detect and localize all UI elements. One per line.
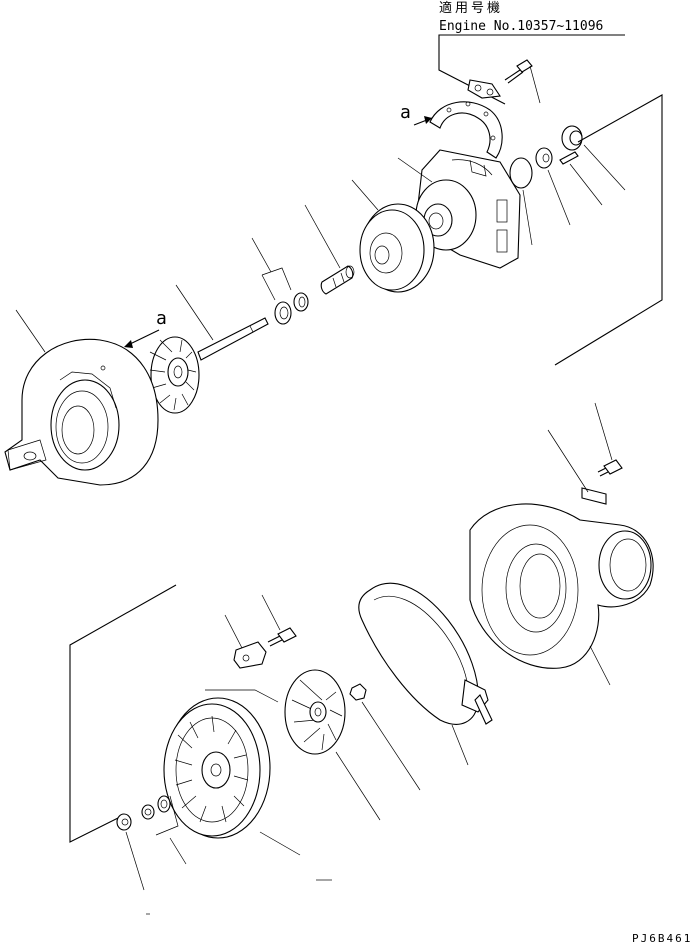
leader-compressor-wheel (335, 751, 381, 821)
leader-seal-plate (351, 179, 379, 211)
small-plate (467, 79, 501, 99)
heat-shield (429, 101, 503, 159)
compressor-back-plate (163, 697, 301, 856)
v-band-clamp (358, 582, 493, 766)
seal-cap-upper (561, 125, 626, 191)
bracket-plate-lower (547, 429, 607, 505)
lower-group-bracket (69, 584, 177, 843)
turbine-shaft (175, 284, 269, 361)
applicability-note: 適用号機 Engine No.10357~11096 (438, 0, 625, 105)
seal-plate (351, 179, 435, 293)
leader-bolt-lower-left (261, 594, 281, 631)
turbine-wheel (149, 336, 200, 414)
drawing-code: PJ6B461 (632, 932, 692, 945)
leader-back-plate (259, 831, 301, 856)
leader-bolt-lower-right (594, 402, 613, 461)
view-marker-lower-label: a (156, 308, 167, 329)
view-marker-lower: a (124, 308, 167, 348)
leader-turbine-shaft (175, 284, 214, 341)
thrust-sleeve (304, 204, 355, 295)
leader-thrust-rings (251, 237, 272, 273)
upper-group-bracket (554, 94, 663, 366)
pin-upper (559, 151, 603, 206)
compressor-housing (469, 503, 654, 686)
leader-compressor-housing (589, 645, 611, 686)
applicability-heading: 適用号機 (439, 0, 503, 16)
small-plate-lower (205, 614, 279, 703)
washers-lower (116, 795, 187, 891)
leader-clamp (451, 724, 469, 766)
turbine-housing (4, 309, 159, 486)
leader-bolt-upper (529, 65, 541, 104)
thrust-rings (251, 237, 309, 325)
o-ring-upper (509, 157, 533, 246)
bolt-lower-right (594, 402, 623, 477)
view-marker-upper: a (400, 102, 433, 126)
engine-range-label: Engine No.10357~11096 (439, 19, 603, 34)
leader-housing (397, 157, 433, 183)
plate-bolt-upper (504, 59, 541, 104)
compressor-wheel (284, 669, 381, 821)
nut-lower (349, 683, 421, 791)
leader-turbine-housing (15, 309, 46, 353)
leader-thrust-sleeve (304, 204, 341, 269)
bolt-lower-left (261, 594, 297, 647)
leader-nut (361, 701, 421, 791)
collar-upper (535, 147, 571, 226)
applicability-underline (438, 34, 625, 36)
leader-bracket-plate (547, 429, 589, 493)
view-marker-upper-label: a (400, 102, 411, 123)
